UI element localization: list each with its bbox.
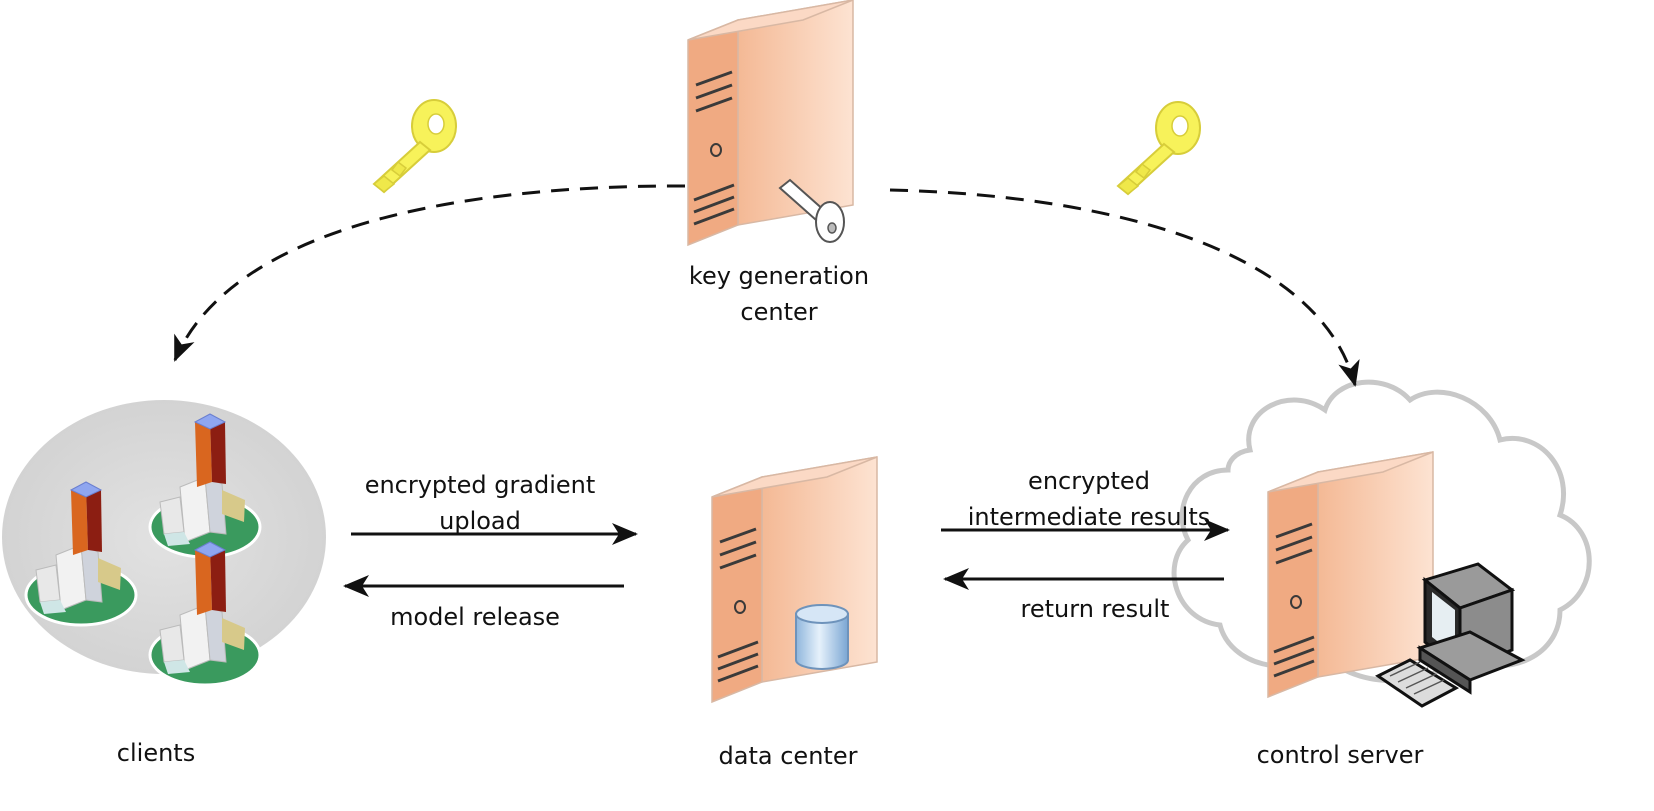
upload-label: encrypted gradient upload [340, 467, 620, 539]
intermediate-results-label-line1: encrypted [1028, 467, 1150, 495]
key-icon [373, 99, 457, 193]
key-icon [1117, 101, 1201, 195]
data-center-label: data center [718, 742, 858, 770]
upload-label-line2: upload [439, 507, 521, 535]
intermediate-results-label: encrypted intermediate results [950, 463, 1228, 535]
key-generation-center-label-line2: center [740, 298, 818, 326]
key-distribution-arrow-clients [173, 184, 686, 362]
master-key-icon [778, 178, 845, 243]
database-icon [795, 604, 849, 670]
key-distribution-arrow-control-server [889, 188, 1360, 387]
return-result-label: return result [1020, 595, 1170, 623]
data-center-server-icon [710, 455, 879, 704]
upload-label-line1: encrypted gradient [364, 471, 596, 499]
key-generation-center-label: key generation center [679, 258, 879, 330]
control-server-label: control server [1256, 741, 1424, 769]
model-release-label: model release [390, 603, 560, 631]
clients-label: clients [116, 739, 196, 767]
intermediate-results-label-line2: intermediate results [967, 503, 1211, 531]
desktop-computer-icon [1375, 562, 1526, 708]
key-generation-center-label-line1: key generation [688, 262, 870, 290]
